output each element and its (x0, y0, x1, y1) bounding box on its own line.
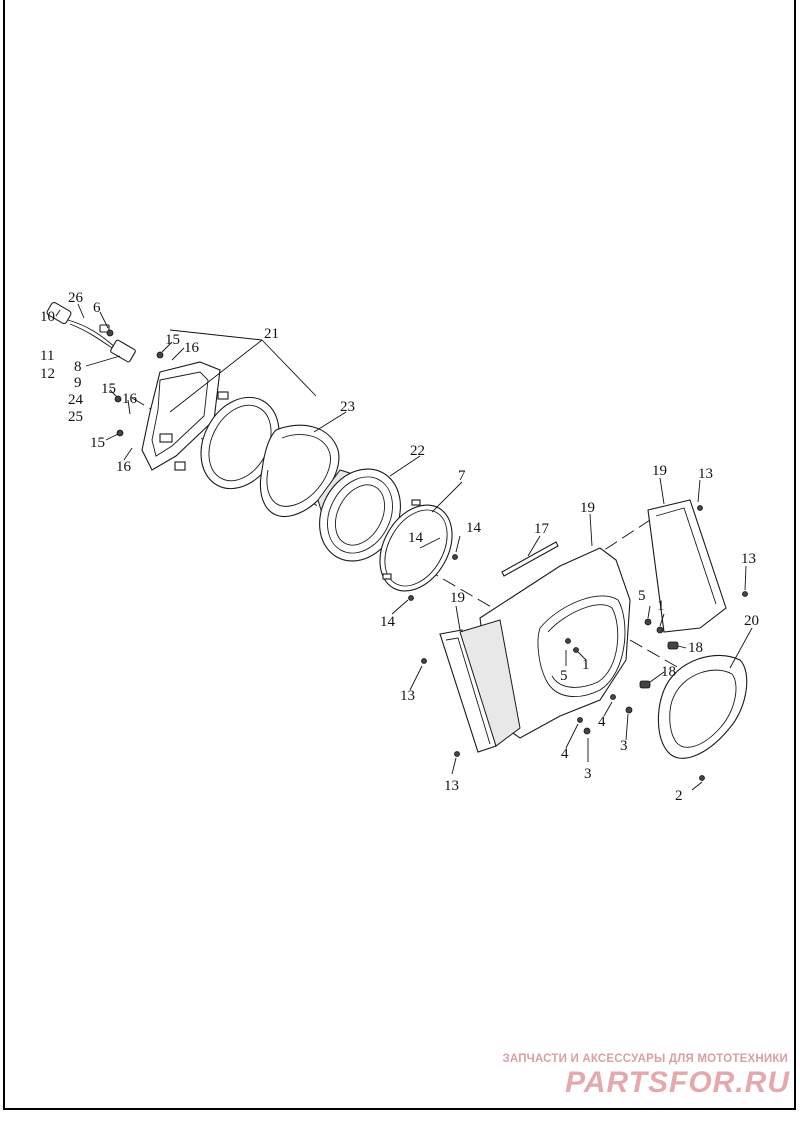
nut-6-icon (106, 329, 114, 337)
callout-12: 12 (40, 366, 55, 382)
inner-panel-left-part (439, 619, 521, 753)
callout-5a: 5 (638, 588, 646, 604)
bolt-15b-icon (114, 395, 122, 403)
screw-13c-icon (421, 658, 427, 664)
screw-3b-icon (583, 727, 591, 735)
callout-5b: 5 (560, 668, 568, 684)
callout-16a: 16 (184, 340, 200, 356)
callout-25: 25 (68, 409, 83, 425)
headlamp-unit-part (317, 468, 401, 562)
callout-4a: 4 (598, 714, 606, 730)
washer-5a-icon (644, 618, 652, 626)
nut-1b-icon (573, 647, 579, 653)
callout-13a: 13 (698, 466, 713, 482)
callout-labels: 26 6 10 11 8 12 9 24 25 15 16 21 15 16 1… (40, 290, 759, 804)
screw-2-icon (699, 775, 705, 781)
callout-15b: 15 (101, 381, 116, 397)
callout-18b: 18 (661, 664, 676, 680)
callout-16b: 16 (122, 391, 138, 407)
wiring-harness-part (46, 301, 136, 363)
fasteners-group (106, 329, 748, 781)
callout-13c: 13 (400, 688, 415, 704)
callout-2: 2 (675, 788, 683, 804)
callout-13b: 13 (741, 551, 756, 567)
callout-20: 20 (744, 613, 759, 629)
grommet-18b-icon (639, 680, 651, 689)
callout-6: 6 (93, 300, 101, 316)
screw-3a-icon (625, 706, 633, 714)
callout-13d: 13 (444, 778, 459, 794)
callout-24: 24 (68, 392, 84, 408)
callout-18a: 18 (688, 640, 703, 656)
bolt-15a-icon (156, 351, 164, 359)
headlamp-bracket-part (141, 361, 229, 471)
callout-14a: 14 (466, 520, 482, 536)
callout-17: 17 (534, 521, 550, 537)
callout-1a: 1 (657, 598, 665, 614)
callout-23: 23 (340, 399, 355, 415)
screw-13d-icon (454, 751, 460, 757)
washer-4a-icon (610, 694, 616, 700)
callout-15c: 15 (90, 435, 105, 451)
washer-5b-icon (565, 638, 571, 644)
screw-13a-icon (697, 505, 703, 511)
bolt-15c-icon (116, 429, 124, 437)
screw-14a-icon (452, 554, 458, 560)
screw-14b-icon (408, 595, 414, 601)
nut-1a-icon (656, 626, 664, 634)
callout-15a: 15 (165, 332, 180, 348)
callout-19b: 19 (652, 463, 667, 479)
watermark-tagline: ЗАПЧАСТИ И АКСЕССУАРЫ ДЛЯ МОТОТЕХНИКИ (502, 1053, 788, 1065)
callout-16c: 16 (116, 459, 132, 475)
leader-lines (55, 303, 753, 791)
screw-13b-icon (742, 591, 748, 597)
callout-26: 26 (68, 290, 84, 306)
callout-11: 11 (40, 348, 54, 364)
callout-7: 7 (458, 468, 466, 484)
washer-4b-icon (577, 717, 583, 723)
callout-10: 10 (40, 309, 55, 325)
callout-9: 9 (74, 375, 82, 391)
callout-8: 8 (74, 359, 82, 375)
page-frame (3, 0, 796, 1110)
callout-22: 22 (410, 443, 425, 459)
callout-3a: 3 (620, 738, 628, 754)
inner-panel-right-part (647, 499, 727, 633)
callout-1b: 1 (582, 657, 590, 673)
callout-19a: 19 (580, 500, 595, 516)
callout-4b: 4 (561, 746, 569, 762)
watermark-logo: PARTSFOR.RU (565, 1066, 790, 1099)
callout-21: 21 (264, 326, 279, 342)
retaining-ring-part (379, 499, 453, 592)
seal-strip-part (501, 541, 559, 577)
trim-ring-part (260, 424, 340, 518)
callout-19c: 19 (450, 590, 465, 606)
callout-14c: 14 (380, 614, 396, 630)
grommet-18a-icon (667, 641, 679, 650)
callout-14b: 14 (408, 530, 424, 546)
outer-bezel-part (657, 654, 748, 759)
callout-3b: 3 (584, 766, 592, 782)
